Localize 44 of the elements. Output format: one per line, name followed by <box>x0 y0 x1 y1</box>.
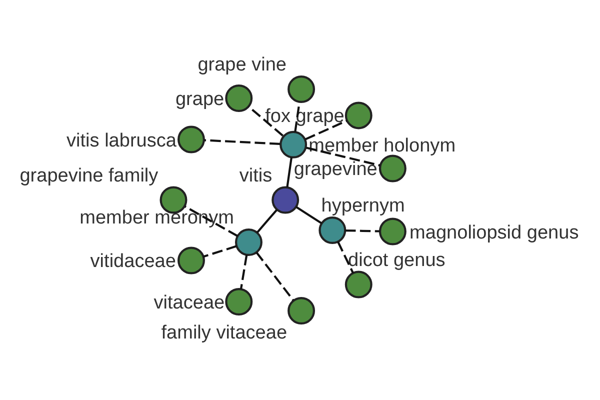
connector <box>240 254 248 290</box>
connector <box>204 139 280 146</box>
connector <box>294 102 300 132</box>
node-label: member meronym <box>80 208 234 229</box>
connector <box>248 106 284 136</box>
connector <box>184 206 238 237</box>
node-label: vitaceae <box>154 292 225 314</box>
node-circle <box>318 216 346 244</box>
node-label: magnoliopsid genus <box>410 222 579 244</box>
node-label: family vitaceae <box>161 322 288 344</box>
connector <box>256 209 278 234</box>
node-circle <box>378 154 406 182</box>
node-label: grape vine <box>198 54 287 76</box>
node-circle <box>160 186 188 214</box>
node-circle <box>288 297 316 324</box>
node-circle <box>225 288 253 316</box>
node-circle <box>378 218 406 246</box>
node-label: member holonym <box>308 135 456 156</box>
node-circle <box>235 228 262 256</box>
node-circle <box>344 270 372 298</box>
node-circle <box>225 84 253 112</box>
node-label: grape <box>175 89 224 110</box>
node-label: dicot genus <box>348 250 446 271</box>
node-label: grapevine <box>294 159 378 180</box>
node-circle <box>344 102 372 130</box>
connector <box>203 245 237 258</box>
connector <box>337 241 354 274</box>
node-circle <box>178 126 205 154</box>
node-label: vitidaceae <box>90 251 176 272</box>
node-label: hypernym <box>321 196 405 217</box>
node-circle <box>288 76 316 103</box>
connector <box>306 146 380 166</box>
connector <box>296 206 322 224</box>
connector <box>304 120 348 140</box>
node-circle <box>178 246 205 274</box>
node-label: fox grape <box>265 106 344 128</box>
node-label: vitis labrusca <box>66 130 176 152</box>
node-label: grapevine family <box>20 165 158 186</box>
connector <box>256 252 294 301</box>
connector <box>286 157 293 188</box>
connector <box>345 229 380 232</box>
node-label: vitis <box>239 165 272 186</box>
node-circle <box>272 186 300 214</box>
node-circle <box>280 130 308 158</box>
